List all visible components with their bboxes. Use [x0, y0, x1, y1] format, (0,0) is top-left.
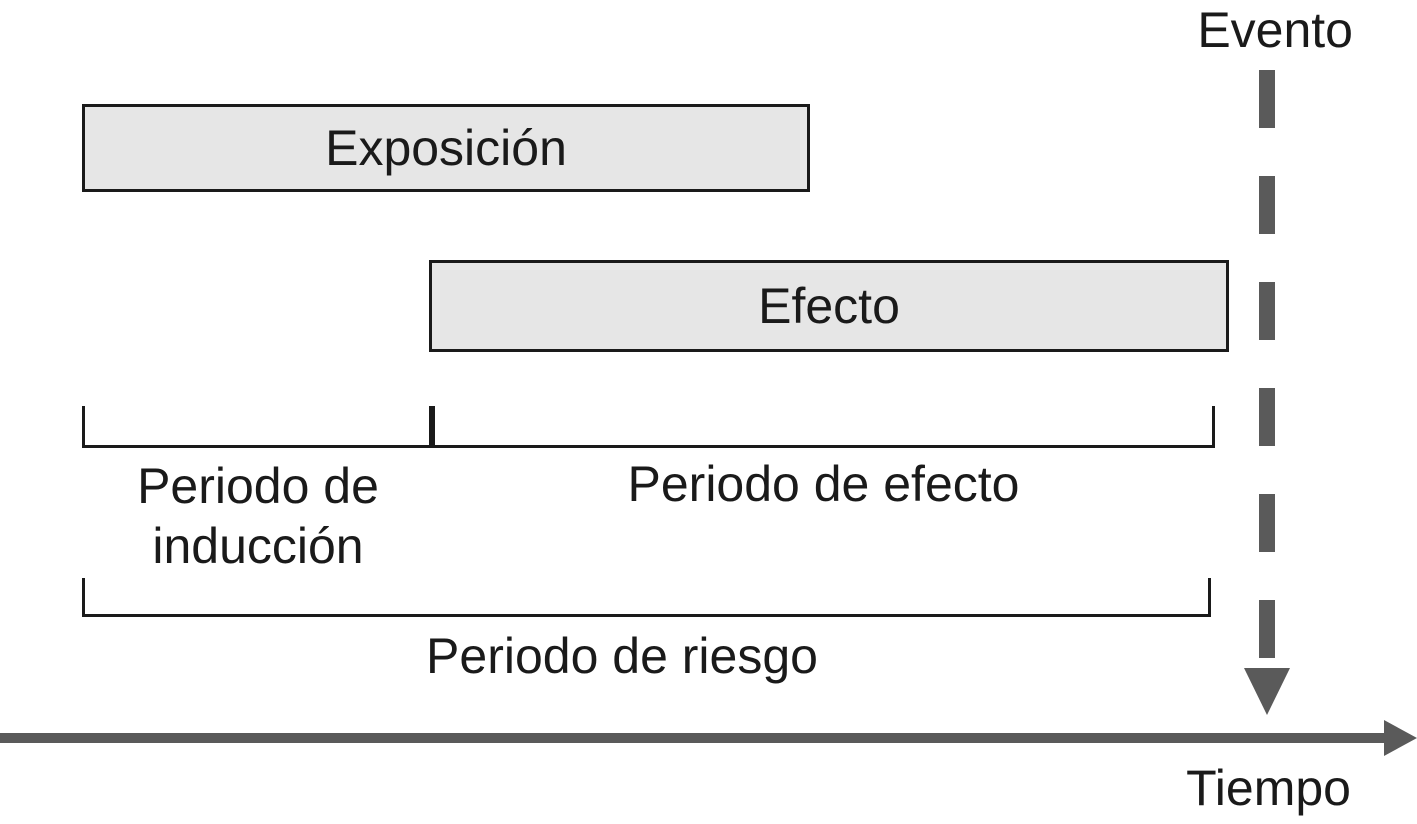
- induction-period-label: Periodo de inducción: [137, 458, 379, 574]
- time-axis-label: Tiempo: [1186, 760, 1351, 816]
- effect-box: Efecto: [429, 260, 1229, 352]
- event-arrow-head: [1244, 668, 1290, 715]
- risk-period-label: Periodo de riesgo: [426, 628, 818, 684]
- effect-period-bracket: [432, 406, 1215, 448]
- exposure-box: Exposición: [82, 104, 810, 192]
- effect-label: Efecto: [758, 278, 900, 334]
- effect-period-label: Periodo de efecto: [627, 456, 1020, 512]
- induction-period-bracket: [82, 406, 432, 448]
- event-label: Evento: [1197, 2, 1353, 58]
- time-axis-arrow-head: [1384, 720, 1417, 756]
- exposure-label: Exposición: [325, 120, 567, 176]
- risk-period-bracket: [82, 578, 1211, 617]
